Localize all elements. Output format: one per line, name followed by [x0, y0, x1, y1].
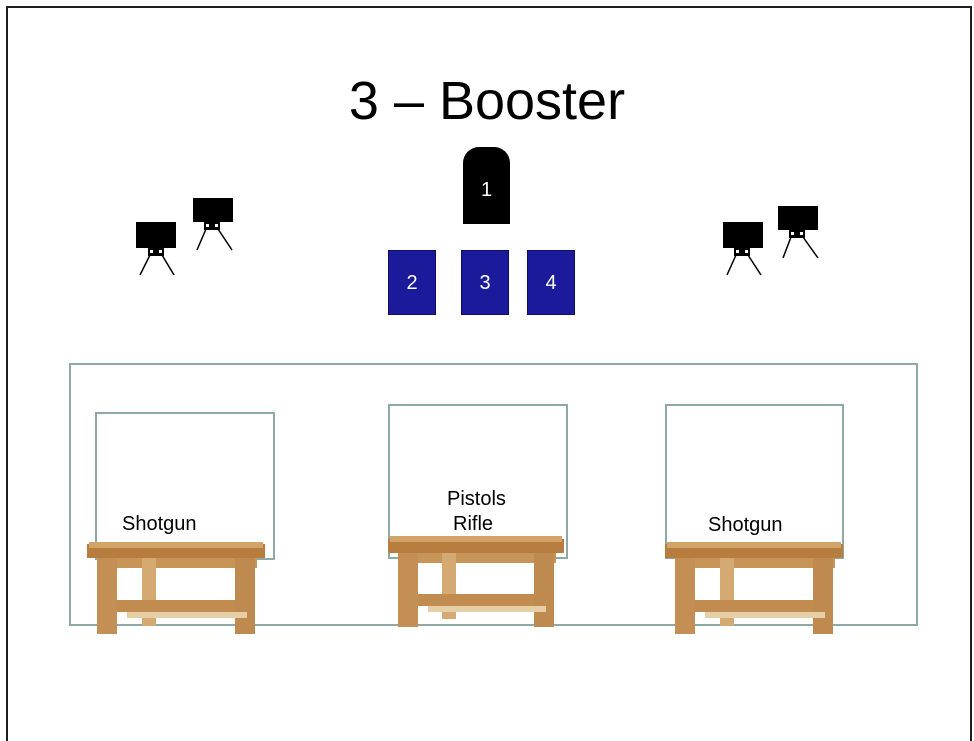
camera-icon — [778, 206, 819, 259]
table-icon — [388, 536, 564, 627]
station-box-center — [388, 404, 568, 559]
target-1-label: 1 — [480, 179, 493, 201]
camera-icon — [723, 222, 763, 276]
target-box-4: 4 — [527, 250, 575, 315]
station-box-right — [665, 404, 844, 559]
camera-icon — [136, 222, 176, 276]
target-box-3: 3 — [461, 250, 509, 315]
station-label-center-rifle: Rifle — [453, 513, 494, 535]
table-icon — [665, 542, 843, 634]
station-box-left — [95, 412, 275, 560]
shooting-area — [69, 363, 918, 626]
slide-title: 3 – Booster — [348, 71, 626, 131]
station-label-right: Shotgun — [708, 514, 783, 536]
target-1: 1 — [463, 147, 510, 224]
table-icon — [87, 542, 265, 634]
target-box-2: 2 — [388, 250, 436, 315]
station-label-center-pistols: Pistols — [447, 488, 506, 510]
slide-border — [6, 6, 972, 741]
camera-icon — [193, 198, 233, 251]
station-label-left: Shotgun — [122, 513, 197, 535]
